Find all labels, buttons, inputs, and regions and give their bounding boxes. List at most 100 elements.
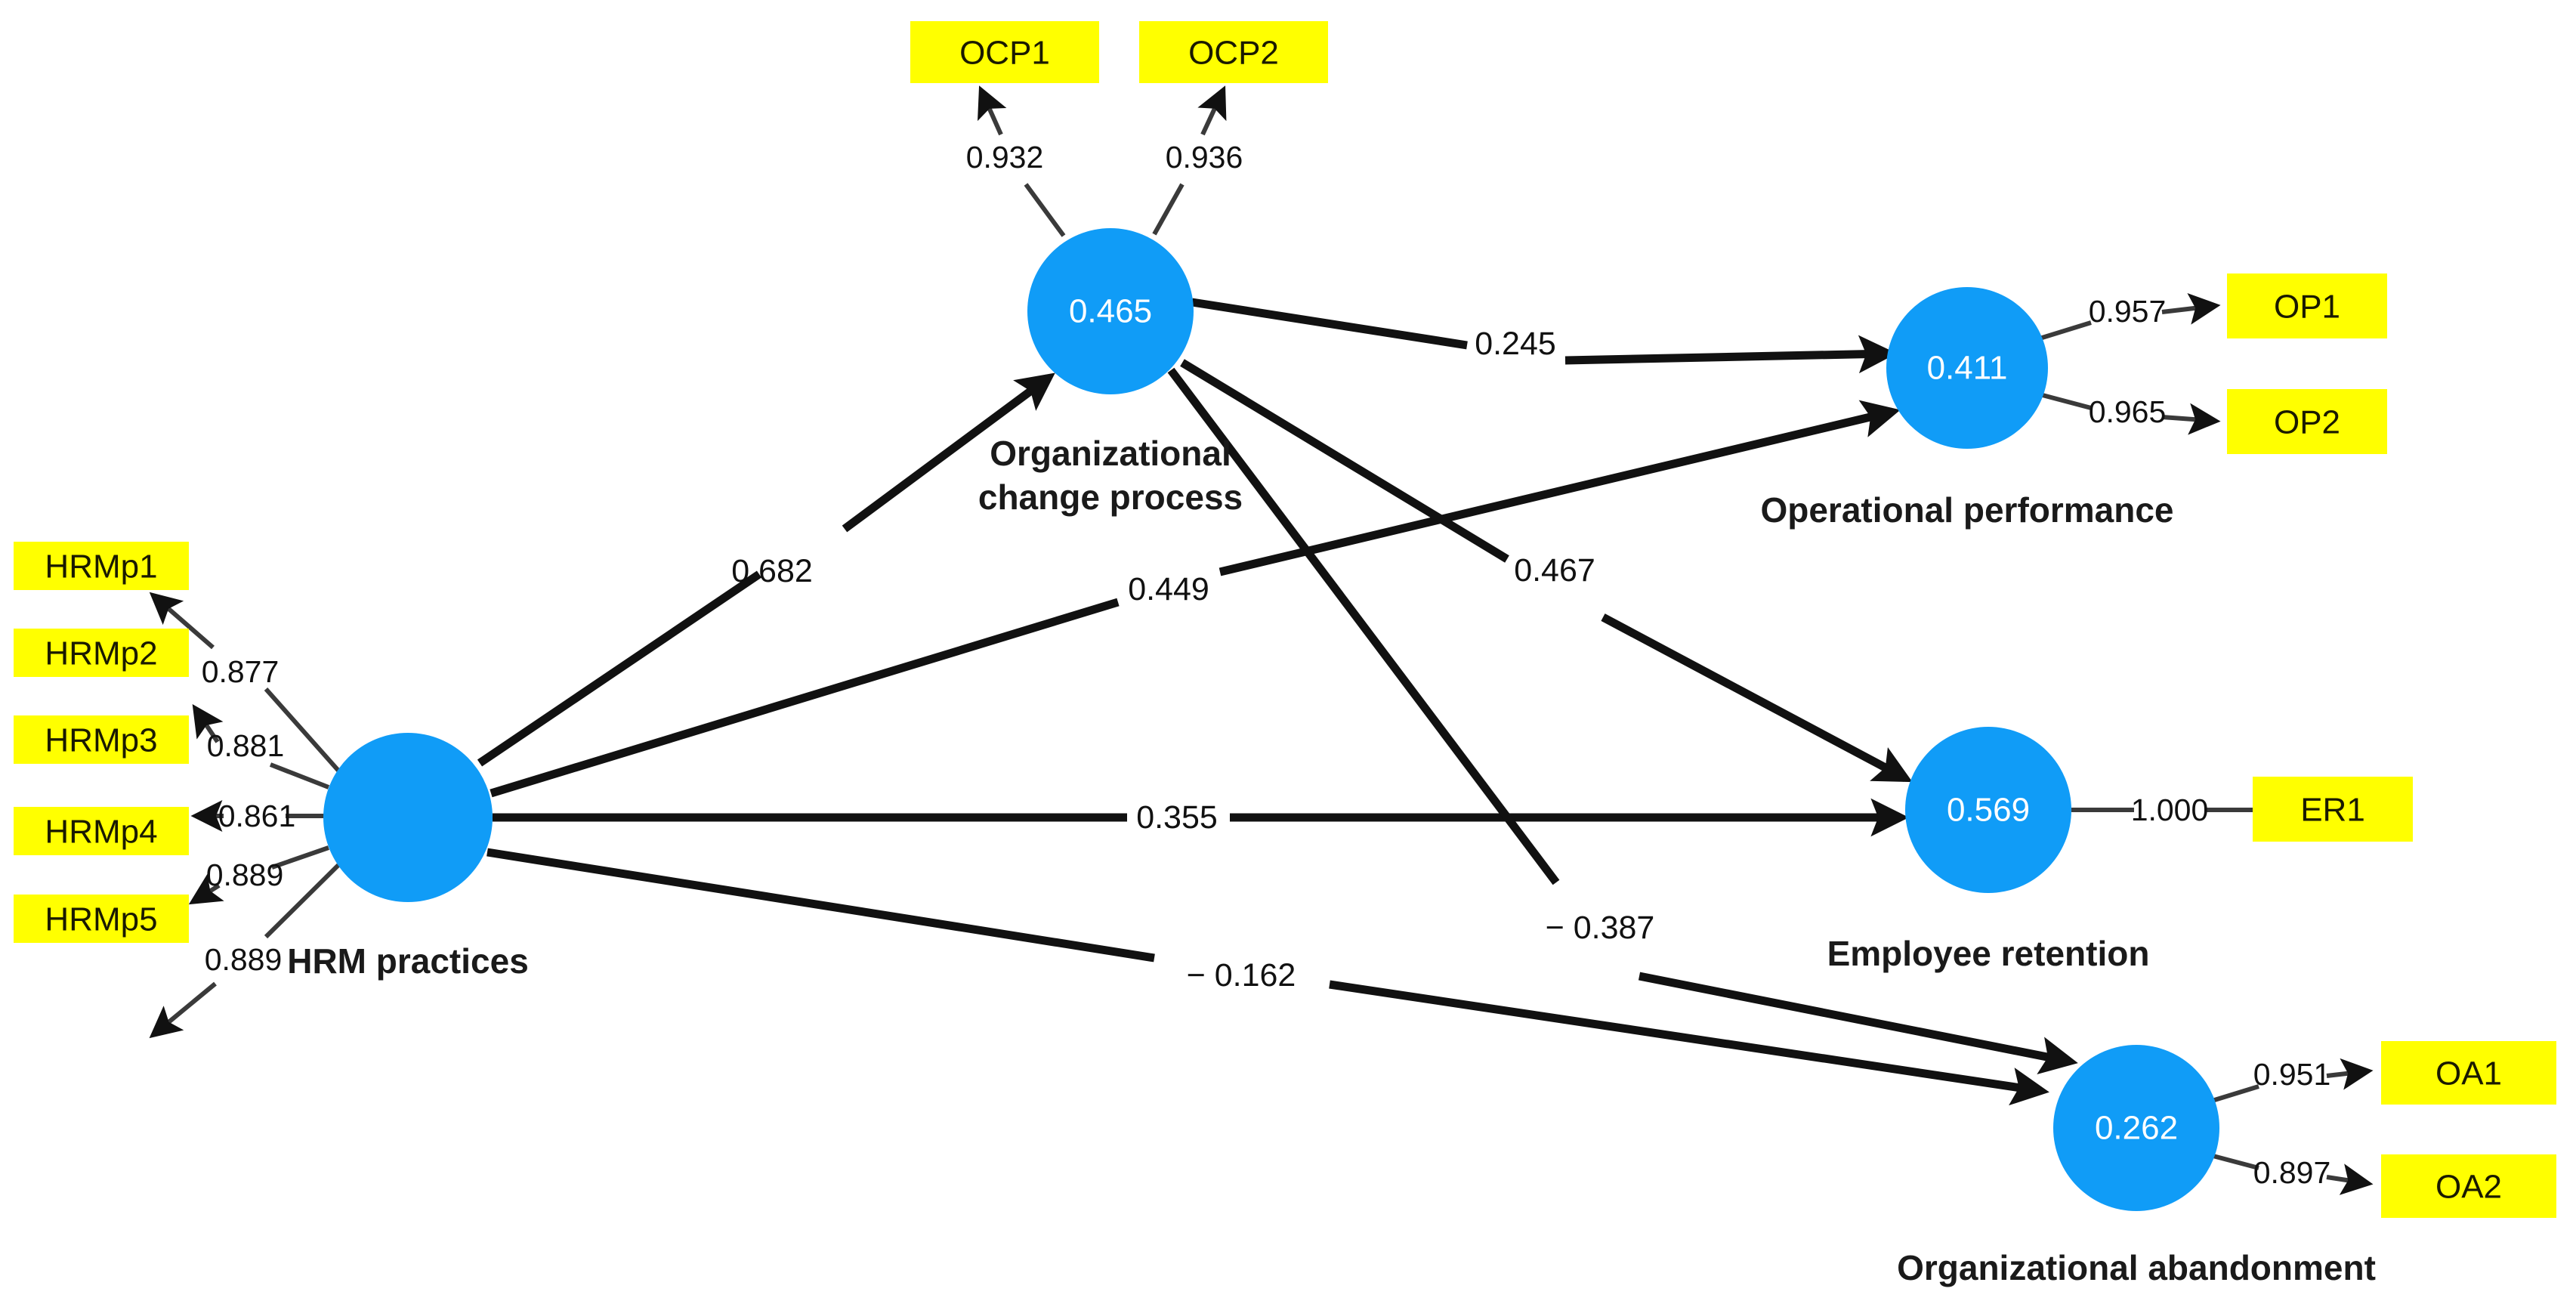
loading-op-op1: 0.957 [2039, 292, 2221, 341]
construct-ocp-circle[interactable] [1027, 228, 1194, 394]
coef-hrm-ocp: 0.682 [731, 553, 813, 589]
indicator-hrmp5-label: HRMp5 [45, 901, 157, 938]
loading-hrm-hrmp1: 0.877 [149, 592, 341, 772]
construct-hrm-practices-label: HRM practices [287, 941, 529, 981]
indicator-oa2-rect[interactable] [2381, 1154, 2556, 1218]
loading-hrm-hrmp2-seg2 [192, 704, 224, 743]
loading-op-op2: 0.965 [2039, 392, 2221, 435]
loading-ocp-ocp1-seg1 [1024, 183, 1066, 237]
loading-hrm-hrmp1-seg1 [264, 688, 341, 772]
loading-ocp-ocp1: 0.932 [966, 85, 1066, 237]
path-ocp-to-op-seg2 [1564, 335, 1897, 374]
indicator-op2-label: OP2 [2274, 404, 2340, 441]
loading-value-op1: 0.957 [2089, 294, 2167, 329]
indicator-hrmp4[interactable]: HRMp4 [14, 807, 189, 855]
loading-op-op1-seg1 [2039, 320, 2092, 341]
loading-value-hrmp3: 0.861 [218, 799, 296, 833]
loading-hrm-hrmp4: 0.889 [188, 845, 329, 905]
indicator-hrmp4-label: HRMp4 [45, 814, 157, 851]
loading-oa-oa2-seg2 [2326, 1163, 2374, 1195]
loading-hrm-hrmp5-seg2 [149, 981, 217, 1039]
indicator-hrmp4-rect[interactable] [14, 807, 189, 855]
indicator-ocp1-label: OCP1 [959, 35, 1050, 72]
path-hrm-to-op-seg2 [1219, 400, 1901, 576]
construct-oa-circle[interactable] [2053, 1045, 2219, 1211]
loading-ocp-ocp2-seg2 [1197, 85, 1227, 136]
loading-value-hrmp4: 0.889 [206, 857, 284, 892]
indicator-oa1[interactable]: OA1 [2381, 1041, 2556, 1105]
indicator-ocp1-rect[interactable] [910, 21, 1099, 83]
loading-value-hrmp1: 0.877 [202, 654, 280, 689]
loading-hrm-hrmp3: 0.861 [190, 799, 325, 833]
loading-value-oa1: 0.951 [2253, 1057, 2331, 1092]
indicator-hrmp2-rect[interactable] [14, 629, 189, 677]
indicator-er1-rect[interactable] [2253, 777, 2413, 842]
indicator-op1-rect[interactable] [2227, 273, 2387, 338]
loading-oa-oa1-seg1 [2209, 1084, 2259, 1104]
construct-organizational-abandonment[interactable]: 0.262 Organizational abandonment [1897, 1045, 2376, 1287]
indicator-hrmp1-rect[interactable] [14, 542, 189, 590]
construct-op-circle[interactable] [1886, 287, 2048, 449]
loading-value-op2: 0.965 [2089, 394, 2167, 429]
path-hrm-to-ocp: 0.682 [477, 372, 1055, 767]
loading-oa-oa2: 0.897 [2207, 1152, 2374, 1195]
construct-ocp-value: 0.465 [1069, 293, 1152, 330]
path-ocp-to-er: 0.467 [1180, 359, 1913, 783]
construct-er-circle[interactable] [1905, 727, 2071, 893]
indicator-oa1-label: OA1 [2435, 1055, 2502, 1092]
indicator-op2[interactable]: OP2 [2227, 389, 2387, 454]
construct-hrm-practices-circle[interactable] [323, 733, 493, 902]
construct-employee-retention[interactable]: 0.569 Employee retention [1827, 727, 2150, 973]
indicator-ocp2-rect[interactable] [1139, 21, 1328, 83]
construct-organizational-change-process[interactable]: 0.465 Organizational change process [978, 228, 1243, 517]
indicator-ocp1[interactable]: OCP1 [910, 21, 1099, 83]
path-hrm-to-oa: − 0.162 [486, 848, 2049, 1106]
path-hrm-to-ocp-seg1 [477, 570, 762, 767]
construct-op-label: Operational performance [1760, 490, 2173, 530]
indicator-er1[interactable]: ER1 [2253, 777, 2413, 842]
indicator-oa1-rect[interactable] [2381, 1041, 2556, 1105]
path-ocp-to-op: 0.245 [1191, 298, 1897, 374]
construct-oa-label: Organizational abandonment [1897, 1248, 2376, 1287]
path-hrm-to-oa-seg1 [486, 848, 1155, 963]
path-hrm-to-ocp-seg2 [842, 372, 1055, 533]
loading-hrm-hrmp4-seg2 [188, 874, 224, 905]
construct-er-value: 0.569 [1947, 792, 2030, 829]
indicator-hrmp5-rect[interactable] [14, 895, 189, 943]
construct-ocp-label-line2: change process [978, 477, 1243, 517]
construct-operational-performance[interactable]: 0.411 Operational performance [1760, 287, 2174, 530]
path-ocp-to-oa-seg1 [1167, 367, 1560, 885]
indicator-oa2[interactable]: OA2 [2381, 1154, 2556, 1218]
loading-value-hrmp2: 0.881 [207, 728, 285, 763]
indicator-oa2-label: OA2 [2435, 1169, 2502, 1206]
indicator-op2-rect[interactable] [2227, 389, 2387, 454]
construct-er-label: Employee retention [1827, 934, 2150, 973]
path-ocp-to-oa-seg2 [1638, 972, 2078, 1075]
path-hrm-to-oa-seg2 [1329, 980, 2049, 1106]
construct-hrm-practices[interactable]: HRM practices [287, 733, 529, 981]
indicator-hrmp3[interactable]: HRMp3 [14, 715, 189, 764]
loading-hrm-hrmp1-seg2 [149, 592, 215, 650]
loading-ocp-ocp1-seg2 [978, 85, 1007, 136]
coef-hrm-oa: − 0.162 [1187, 957, 1296, 993]
loading-value-er1: 1.000 [2131, 793, 2209, 827]
loading-oa-oa1: 0.951 [2209, 1057, 2374, 1104]
loading-ocp-ocp2-seg1 [1152, 183, 1185, 236]
path-ocp-to-op-seg1 [1191, 298, 1468, 350]
loading-op-op2-seg1 [2039, 392, 2092, 410]
indicator-hrmp1[interactable]: HRMp1 [14, 542, 189, 590]
indicator-hrmp2[interactable]: HRMp2 [14, 629, 189, 677]
indicator-hrmp5[interactable]: HRMp5 [14, 895, 189, 943]
indicator-ocp2[interactable]: OCP2 [1139, 21, 1328, 83]
indicator-hrmp3-label: HRMp3 [45, 722, 157, 759]
loading-op-op2-seg2 [2161, 403, 2221, 435]
indicator-er1-label: ER1 [2300, 792, 2365, 829]
indicator-hrmp3-rect[interactable] [14, 715, 189, 764]
loading-hrm-hrmp4-seg1 [271, 845, 329, 870]
loading-value-ocp2: 0.936 [1166, 140, 1243, 175]
coef-hrm-er: 0.355 [1136, 799, 1218, 836]
indicator-op1-label: OP1 [2274, 289, 2340, 326]
path-hrm-to-op: 0.449 [490, 400, 1901, 798]
indicator-hrmp2-label: HRMp2 [45, 635, 157, 672]
indicator-op1[interactable]: OP1 [2227, 273, 2387, 338]
